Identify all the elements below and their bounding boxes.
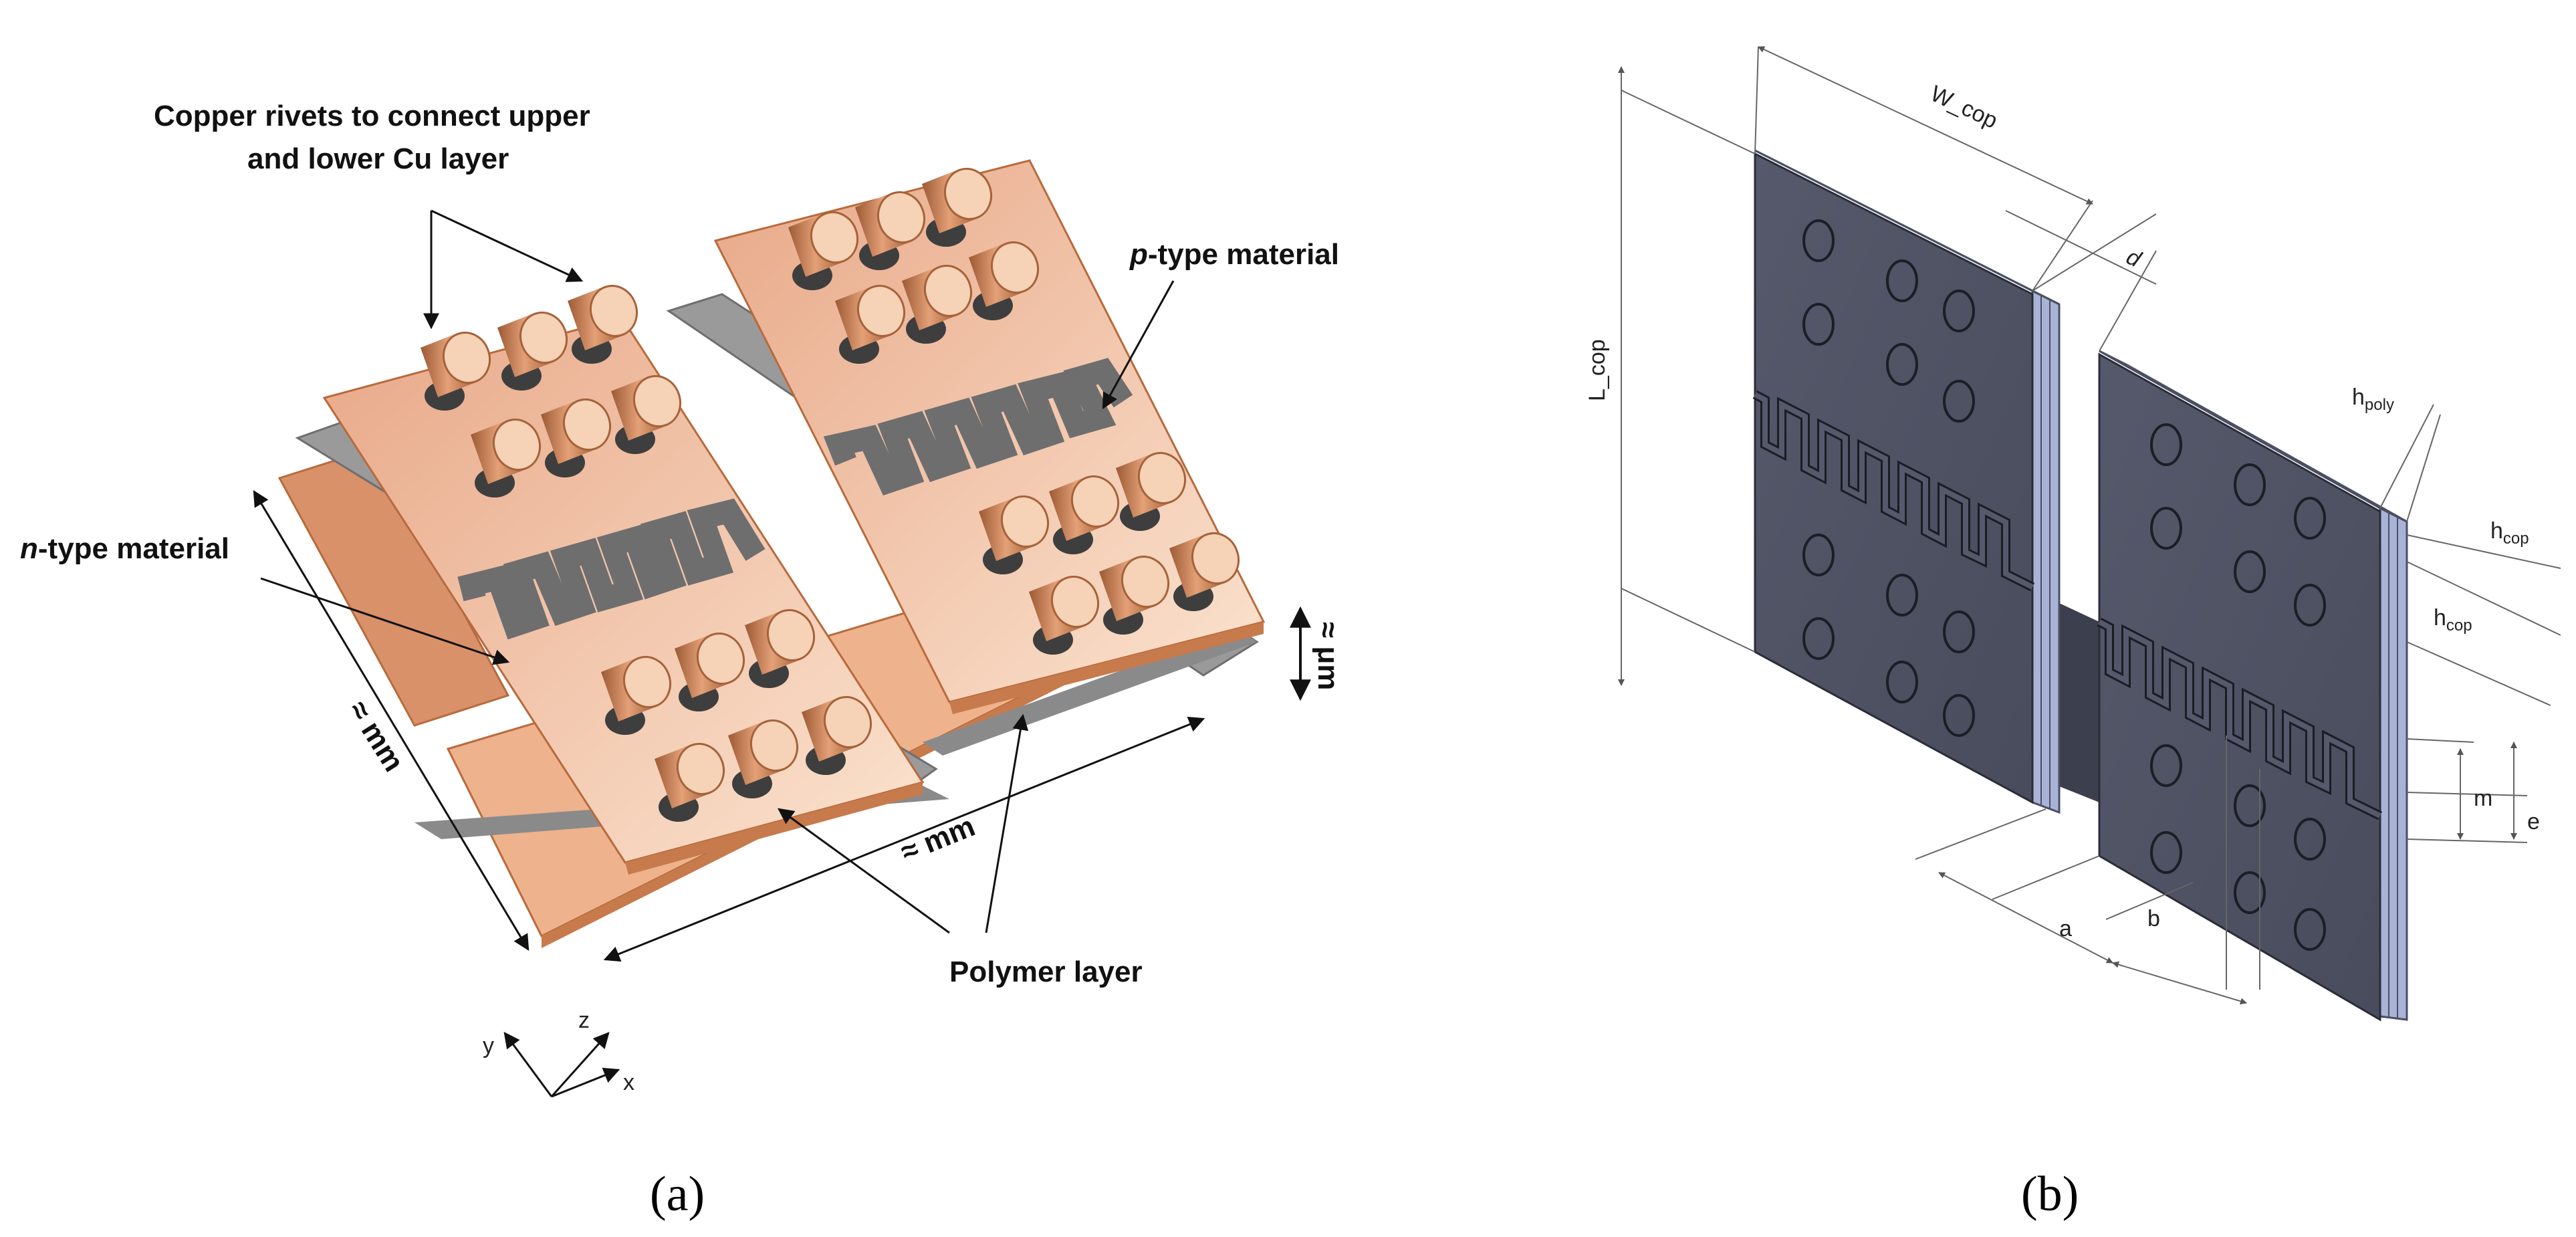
dim-label-m: m	[2474, 786, 2492, 811]
left-panel-face	[1754, 152, 2034, 804]
dim-label-h-poly: hpoly	[2352, 384, 2394, 414]
dim-arrow-length	[253, 489, 530, 951]
dim-label-l-cop: L_cop	[1585, 339, 1610, 401]
axis-label-x: x	[623, 1070, 634, 1095]
arrow-p-type	[1102, 280, 1175, 410]
label-copper-rivets-line1: Copper rivets to connect upper	[154, 100, 590, 132]
label-polymer-layer: Polymer layer	[949, 955, 1143, 988]
dim-label-e: e	[2527, 809, 2540, 834]
dim-label-width: ≈ mm	[896, 810, 979, 869]
panel-a: Copper rivets to connect upper and lower…	[20, 100, 1344, 1222]
label-copper-rivets-line2: and lower Cu layer	[247, 142, 509, 175]
caption-a: (a)	[650, 1167, 705, 1222]
axis-triad: y z x	[483, 1008, 634, 1098]
dim-label-height: ≈ μm	[1312, 622, 1344, 690]
p-type-meander	[823, 358, 1133, 495]
axis-label-z: z	[578, 1008, 590, 1033]
arrow-polymer-2	[985, 713, 1029, 933]
caption-b: (b)	[2021, 1167, 2079, 1222]
right-panel-face	[2098, 352, 2381, 1022]
left-panel-side	[2031, 289, 2061, 814]
label-n-type-material: n-type material	[20, 532, 229, 565]
top-copper-plate-right-edge	[949, 622, 1264, 714]
label-p-type-material: p-type material	[1129, 238, 1339, 271]
dim-label-a: a	[2059, 916, 2072, 941]
dim-label-d: d	[2123, 244, 2145, 273]
arrow-rivets-2	[431, 209, 584, 282]
dim-label-w-cop: W_cop	[1927, 81, 2002, 134]
dim-label-h-cop-1: hcop	[2490, 518, 2529, 548]
panel-b: W_cop L_cop d hpoly hcop hcop m e a b (b…	[1585, 46, 2561, 1222]
dim-label-b: b	[2147, 906, 2160, 931]
dim-arrow-width	[603, 716, 1205, 962]
dim-label-h-cop-2: hcop	[2434, 605, 2472, 635]
axis-label-y: y	[483, 1033, 494, 1058]
right-panel-side	[2379, 506, 2408, 1021]
dim-lines	[1618, 46, 2561, 1005]
bridge-block	[2049, 598, 2099, 802]
n-type-meander	[457, 498, 766, 640]
